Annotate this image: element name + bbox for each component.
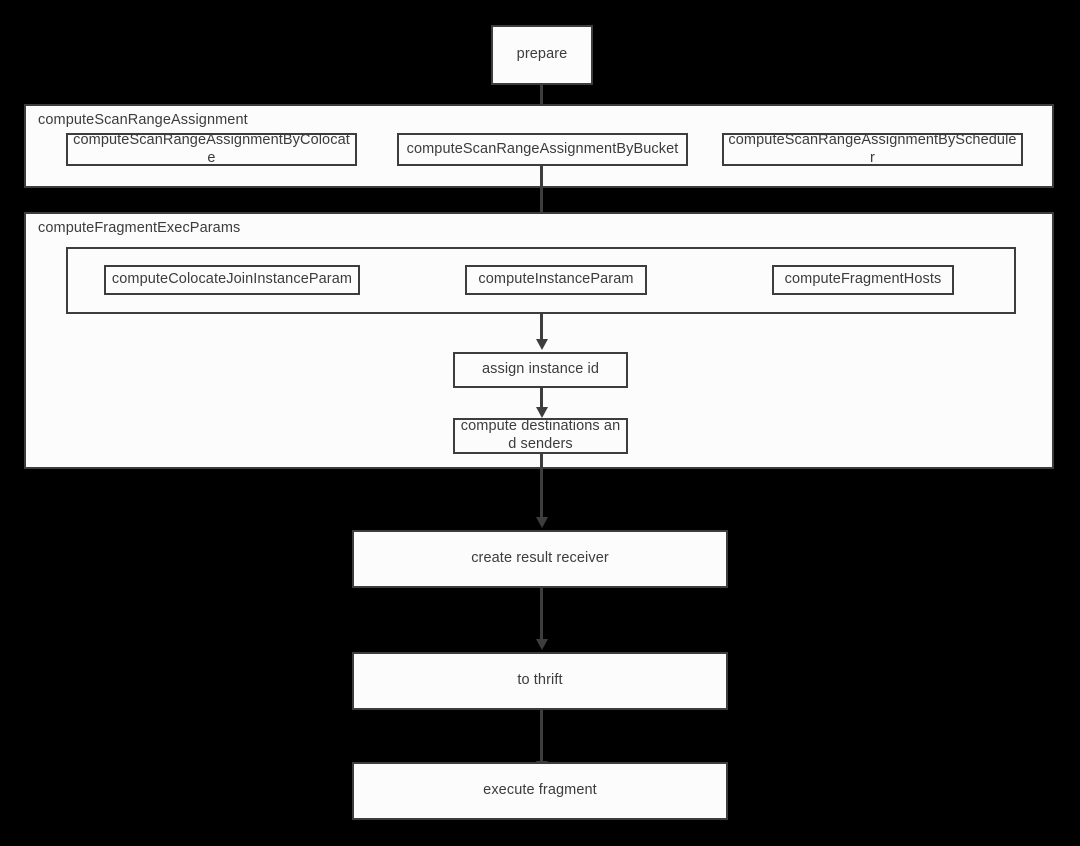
- node-to-thrift-label: to thrift: [517, 672, 563, 689]
- node-assign-instance-id-label: assign instance id: [481, 361, 600, 378]
- node-create-result-receiver-label: create result receiver: [471, 550, 609, 567]
- node-compute-scan-range-assignment-by-bucket[interactable]: computeScanRangeAssignmentByBucket: [397, 133, 688, 166]
- node-execute-fragment[interactable]: execute fragment: [352, 762, 728, 820]
- node-compute-scan-range-assignment-by-bucket-label: computeScanRangeAssignmentByBucket: [406, 140, 679, 157]
- edge-shaft: [540, 454, 543, 519]
- edge-shaft: [540, 710, 543, 763]
- edge-shaft: [540, 166, 543, 237]
- edge-shaft: [540, 388, 543, 409]
- node-compute-instance-param-label: computeInstanceParam: [478, 271, 634, 288]
- node-create-result-receiver[interactable]: create result receiver: [352, 530, 728, 588]
- container-compute-fragment-exec-params-label: computeFragmentExecParams: [38, 220, 241, 236]
- node-compute-destinations-and-senders[interactable]: compute destinations and senders: [453, 418, 628, 454]
- node-prepare[interactable]: prepare: [491, 25, 593, 85]
- arrowhead-icon: [535, 407, 548, 418]
- node-compute-instance-param[interactable]: computeInstanceParam: [465, 265, 647, 295]
- node-compute-colocate-join-instance-param[interactable]: computeColocateJoinInstanceParam: [104, 265, 360, 295]
- node-compute-colocate-join-instance-param-label: computeColocateJoinInstanceParam: [111, 271, 353, 288]
- node-to-thrift[interactable]: to thrift: [352, 652, 728, 710]
- edge-shaft: [540, 588, 543, 641]
- container-compute-scan-range-assignment-label: computeScanRangeAssignment: [38, 112, 248, 128]
- arrowhead-icon: [535, 517, 548, 528]
- node-compute-scan-range-assignment-by-colocate[interactable]: computeScanRangeAssignmentByColocate: [66, 131, 357, 166]
- edge-shaft: [540, 314, 543, 341]
- arrowhead-icon: [535, 639, 548, 650]
- node-prepare-label: prepare: [516, 46, 568, 63]
- node-compute-scan-range-assignment-by-colocate-label: computeScanRangeAssignmentByColocate: [73, 131, 350, 166]
- node-compute-scan-range-assignment-by-scheduler[interactable]: computeScanRangeAssignmentByScheduler: [722, 131, 1023, 166]
- arrowhead-icon: [535, 339, 548, 350]
- node-compute-destinations-and-senders-label: compute destinations and senders: [460, 418, 621, 452]
- node-execute-fragment-label: execute fragment: [483, 782, 597, 799]
- node-compute-scan-range-assignment-by-scheduler-label: computeScanRangeAssignmentByScheduler: [728, 131, 1017, 166]
- node-assign-instance-id[interactable]: assign instance id: [453, 352, 628, 388]
- node-compute-fragment-hosts-label: computeFragmentHosts: [784, 271, 942, 288]
- node-compute-fragment-hosts[interactable]: computeFragmentHosts: [772, 265, 954, 295]
